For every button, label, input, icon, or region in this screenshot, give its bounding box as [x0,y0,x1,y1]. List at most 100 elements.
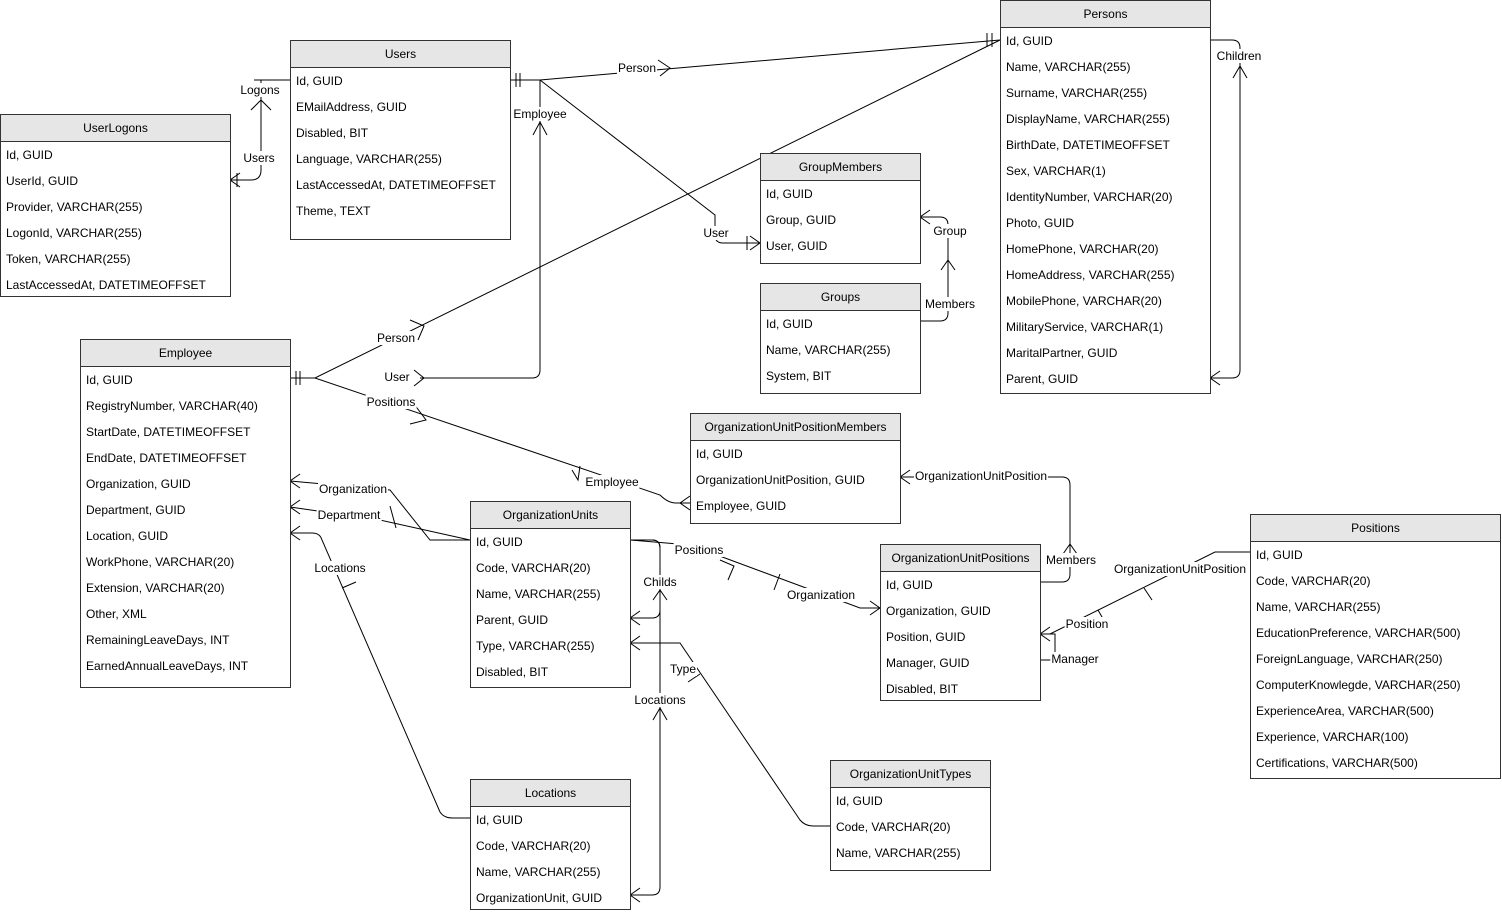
entity-positions[interactable]: Positions Id, GUID Code, VARCHAR(20) Nam… [1250,514,1501,779]
field-row: RegistryNumber, VARCHAR(40) [86,399,258,413]
rel-label-oup-positions: OrganizationUnitPosition [1112,562,1248,576]
rel-label-locations-ou: Locations [633,693,687,707]
edge-ou-locations [630,539,661,896]
entity-userlogons[interactable]: UserLogons Id, GUID UserId, GUID Provide… [0,114,231,297]
field-row: Id, GUID [476,535,523,549]
field-row: Name, VARCHAR(255) [476,865,601,879]
field-row: Parent, GUID [476,613,549,627]
field-row: Organization, GUID [86,477,191,491]
field-row: ForeignLanguage, VARCHAR(250) [1256,652,1443,666]
entity-ou-types[interactable]: OrganizationUnitTypes Id, GUID Code, VAR… [830,760,991,871]
field-row: User, GUID [766,239,828,253]
rel-label-person-user: Person [616,61,658,75]
field-row: Language, VARCHAR(255) [296,152,442,166]
field-row: Disabled, BIT [886,682,959,696]
crow-person-emp [409,319,425,341]
field-row: Theme, TEXT [296,204,371,218]
entity-groupmembers[interactable]: GroupMembers Id, GUID Group, GUID User, … [760,153,921,264]
crow-employee-oupm [571,465,581,482]
field-row: Id, GUID [86,373,133,387]
field-row: System, BIT [766,369,832,383]
field-row: Code, VARCHAR(20) [476,561,591,575]
field-row: EMailAddress, GUID [296,100,407,114]
rel-label-user-gm: User [702,226,730,240]
field-row: Name, VARCHAR(255) [476,587,601,601]
field-row: Provider, VARCHAR(255) [6,200,143,214]
rel-label-employee-oupm: Employee [584,475,640,489]
field-row: Disabled, BIT [296,126,369,140]
rel-label-oup-oupm: OrganizationUnitPosition [913,469,1049,483]
field-row: RemainingLeaveDays, INT [86,633,230,647]
entity-title: OrganizationUnitTypes [831,761,990,788]
field-row: Id, GUID [296,74,343,88]
crow-employee-user [532,120,548,136]
entity-persons[interactable]: Persons Id, GUID Name, VARCHAR(255) Surn… [1000,0,1211,394]
crow-locations-ou [652,707,668,721]
field-row: WorkPhone, VARCHAR(20) [86,555,235,569]
rel-label-department: Department [316,508,382,522]
rel-label-members-oupm: Members [1044,553,1098,567]
entity-title: GroupMembers [761,154,920,181]
field-row: UserId, GUID [6,174,79,188]
field-row: LastAccessedAt, DATETIMEOFFSET [6,278,206,292]
field-row: Group, GUID [766,213,837,227]
field-row: EducationPreference, VARCHAR(500) [1256,626,1461,640]
field-row: Manager, GUID [886,656,970,670]
entity-title: UserLogons [1,115,230,142]
entity-title: Positions [1251,515,1500,542]
entity-title: Employee [81,340,290,367]
field-row: Disabled, BIT [476,665,549,679]
entity-ou-position-members[interactable]: OrganizationUnitPositionMembers Id, GUID… [690,413,901,524]
entity-locations[interactable]: Locations Id, GUID Code, VARCHAR(20) Nam… [470,779,631,910]
entity-title: Persons [1001,1,1210,28]
field-row: Code, VARCHAR(20) [476,839,591,853]
field-row: HomeAddress, VARCHAR(255) [1006,268,1175,282]
field-row: Name, VARCHAR(255) [766,343,891,357]
field-row: BirthDate, DATETIMEOFFSET [1006,138,1170,152]
rel-label-manager: Manager [1050,652,1100,666]
entity-users[interactable]: Users Id, GUID EMailAddress, GUID Disabl… [290,40,511,240]
field-row: Id, GUID [766,187,813,201]
field-row: Location, GUID [86,529,169,543]
rel-label-organization-emp: Organization [317,482,389,496]
crow-person-user [657,59,671,77]
field-row: LastAccessedAt, DATETIMEOFFSET [296,178,496,192]
field-row: Parent, GUID [1006,372,1079,386]
entity-title: OrganizationUnits [471,502,630,529]
tick-locations-emp [341,581,357,589]
entity-title: Locations [471,780,630,807]
field-row: Id, GUID [1006,34,1053,48]
field-row: Name, VARCHAR(255) [1256,600,1381,614]
crow-positions-emp [409,403,427,425]
field-row: Extension, VARCHAR(20) [86,581,225,595]
crow-oupm-employee [679,495,691,511]
rel-label-type: Type [668,662,698,676]
edge-manager [1040,633,1056,661]
field-row: OrganizationUnitPosition, GUID [696,473,865,487]
field-row: Certifications, VARCHAR(500) [1256,756,1418,770]
field-row: ExperienceArea, VARCHAR(500) [1256,704,1434,718]
field-row: MobilePhone, VARCHAR(20) [1006,294,1162,308]
tick-dept [389,505,397,529]
field-row: Type, VARCHAR(255) [476,639,595,653]
field-row: Name, VARCHAR(255) [836,846,961,860]
field-row: Id, GUID [886,578,933,592]
field-row: Token, VARCHAR(255) [6,252,131,266]
crow-members-oupm [1062,543,1078,555]
entity-organization-units[interactable]: OrganizationUnits Id, GUID Code, VARCHAR… [470,501,631,688]
edge-users-persons-start [515,73,521,87]
field-row: Code, VARCHAR(20) [836,820,951,834]
rel-label-position: Position [1064,617,1110,631]
entity-ou-positions[interactable]: OrganizationUnitPositions Id, GUID Organ… [880,544,1041,701]
entity-employee[interactable]: Employee Id, GUID RegistryNumber, VARCHA… [80,339,291,688]
edge-ou-oupositions [629,539,880,609]
field-row: Employee, GUID [696,499,787,513]
entity-title: OrganizationUnitPositions [881,545,1040,572]
field-row: Surname, VARCHAR(255) [1006,86,1148,100]
rel-label-organization-oup: Organization [785,588,857,602]
entity-groups[interactable]: Groups Id, GUID Name, VARCHAR(255) Syste… [760,283,921,394]
rel-label-children: Children [1215,49,1263,63]
rel-label-user-emp: User [383,370,411,384]
edge-oup-oupm [900,476,1071,583]
